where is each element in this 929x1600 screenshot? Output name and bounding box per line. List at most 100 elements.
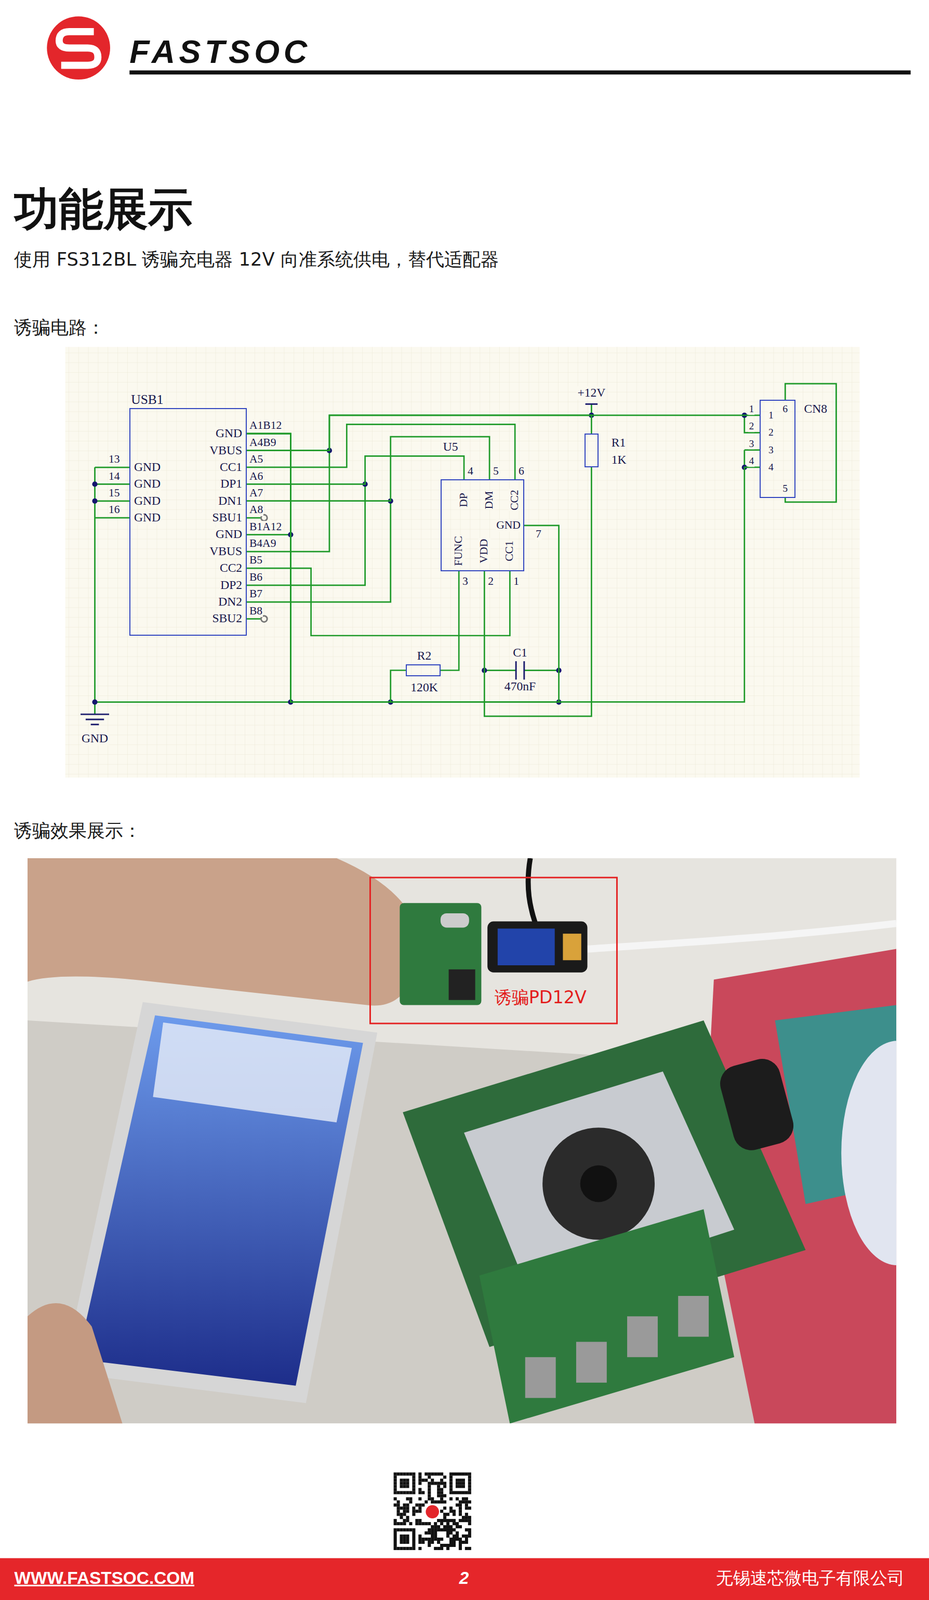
- qr-module: [418, 1478, 422, 1482]
- header-rule: [129, 70, 911, 75]
- qr-module: [433, 1530, 437, 1534]
- qr-module: [396, 1502, 401, 1506]
- qr-module: [458, 1483, 462, 1488]
- qr-module: [468, 1505, 472, 1509]
- qr-module: [468, 1478, 472, 1482]
- photo: [27, 1302, 123, 1423]
- qr-module: [433, 1499, 437, 1503]
- qr-module: [449, 1478, 453, 1482]
- qr-module: [424, 1471, 428, 1476]
- qr-module: [402, 1508, 406, 1512]
- qr-module: [402, 1471, 406, 1476]
- wire: [484, 467, 592, 716]
- qr-module: [446, 1530, 450, 1534]
- qr-module: [443, 1483, 447, 1488]
- photo-callout: 诱骗PD12V: [494, 987, 587, 1007]
- qr-module: [468, 1490, 472, 1494]
- qr-module: [400, 1546, 404, 1550]
- qr-module: [468, 1475, 472, 1479]
- qr-module: [436, 1483, 441, 1488]
- qr-module: [440, 1536, 444, 1541]
- pin-label: SBU1: [211, 510, 244, 525]
- photo: [627, 1315, 658, 1357]
- qr-module: [443, 1475, 447, 1479]
- qr-module: [405, 1490, 409, 1494]
- qr-module: [405, 1540, 409, 1544]
- qr-module: [461, 1490, 466, 1494]
- ref-designator: R2: [416, 648, 432, 663]
- qr-module: [446, 1518, 450, 1522]
- qr-module: [461, 1483, 466, 1488]
- pin-label: VBUS: [208, 443, 243, 458]
- qr-module: [412, 1471, 416, 1476]
- qr-module: [449, 1483, 453, 1488]
- pin-label: 2: [487, 575, 495, 588]
- qr-module: [443, 1511, 447, 1516]
- pin-label: 1: [767, 409, 775, 421]
- qr-module: [436, 1493, 441, 1497]
- qr-module: [400, 1536, 404, 1541]
- ref-designator: CN8: [803, 402, 828, 416]
- qr-module: [412, 1546, 416, 1550]
- qr-module: [465, 1499, 469, 1503]
- qr-module: [458, 1536, 462, 1541]
- schematic-symbol: [523, 660, 525, 680]
- qr-module: [458, 1505, 462, 1509]
- qr-module: [458, 1471, 462, 1476]
- qr-module: [446, 1546, 450, 1550]
- qr-module: [455, 1521, 459, 1525]
- qr-module: [402, 1490, 406, 1494]
- qr-module: [393, 1533, 397, 1537]
- qr-module: [436, 1546, 441, 1550]
- qr-module: [393, 1521, 397, 1525]
- wire: [246, 423, 515, 480]
- pin-label: A6: [248, 470, 264, 483]
- qr-module: [412, 1508, 416, 1512]
- qr-module: [393, 1527, 397, 1531]
- qr-module: [430, 1524, 434, 1528]
- pin-label: 16: [108, 503, 121, 516]
- resistor-symbol: R2120K: [405, 664, 441, 677]
- qr-module: [430, 1533, 434, 1537]
- schematic-symbol: [90, 723, 100, 725]
- pin-label: B5: [248, 554, 263, 567]
- qr-module: [400, 1527, 404, 1531]
- wire: [246, 415, 760, 451]
- qr-module: [405, 1533, 409, 1537]
- qr-module: [418, 1502, 422, 1506]
- qr-module: [408, 1496, 413, 1500]
- qr-module: [393, 1475, 397, 1479]
- qr-module: [415, 1521, 419, 1525]
- qr-module: [424, 1521, 428, 1525]
- qr-module: [424, 1536, 428, 1541]
- pin-label: B8: [248, 604, 263, 618]
- qr-module: [436, 1471, 441, 1476]
- qr-module: [455, 1490, 459, 1494]
- qr-module: [449, 1508, 453, 1512]
- qr-module: [396, 1471, 401, 1476]
- qr-module: [427, 1487, 431, 1491]
- qr-module: [440, 1490, 444, 1494]
- wire: [246, 415, 592, 451]
- logo-mark: [59, 31, 99, 66]
- qr-module: [400, 1471, 404, 1476]
- qr-module: [458, 1518, 462, 1522]
- qr-module: [412, 1511, 416, 1516]
- qr-module: [405, 1536, 409, 1541]
- pin-label: A8: [248, 503, 264, 516]
- qr-module: [458, 1481, 462, 1485]
- qr-module: [400, 1483, 404, 1488]
- wire: [246, 433, 406, 702]
- qr-module: [468, 1521, 472, 1525]
- pin-label: DP1: [219, 476, 243, 491]
- qr-module: [436, 1527, 441, 1531]
- qr-module: [455, 1530, 459, 1534]
- qr-module: [427, 1483, 431, 1488]
- qr-module: [415, 1508, 419, 1512]
- qr-module: [458, 1508, 462, 1512]
- qr-module: [418, 1540, 422, 1544]
- qr-module: [405, 1478, 409, 1482]
- qr-module: [405, 1515, 409, 1519]
- brand-wordmark: FASTSOC: [129, 34, 311, 71]
